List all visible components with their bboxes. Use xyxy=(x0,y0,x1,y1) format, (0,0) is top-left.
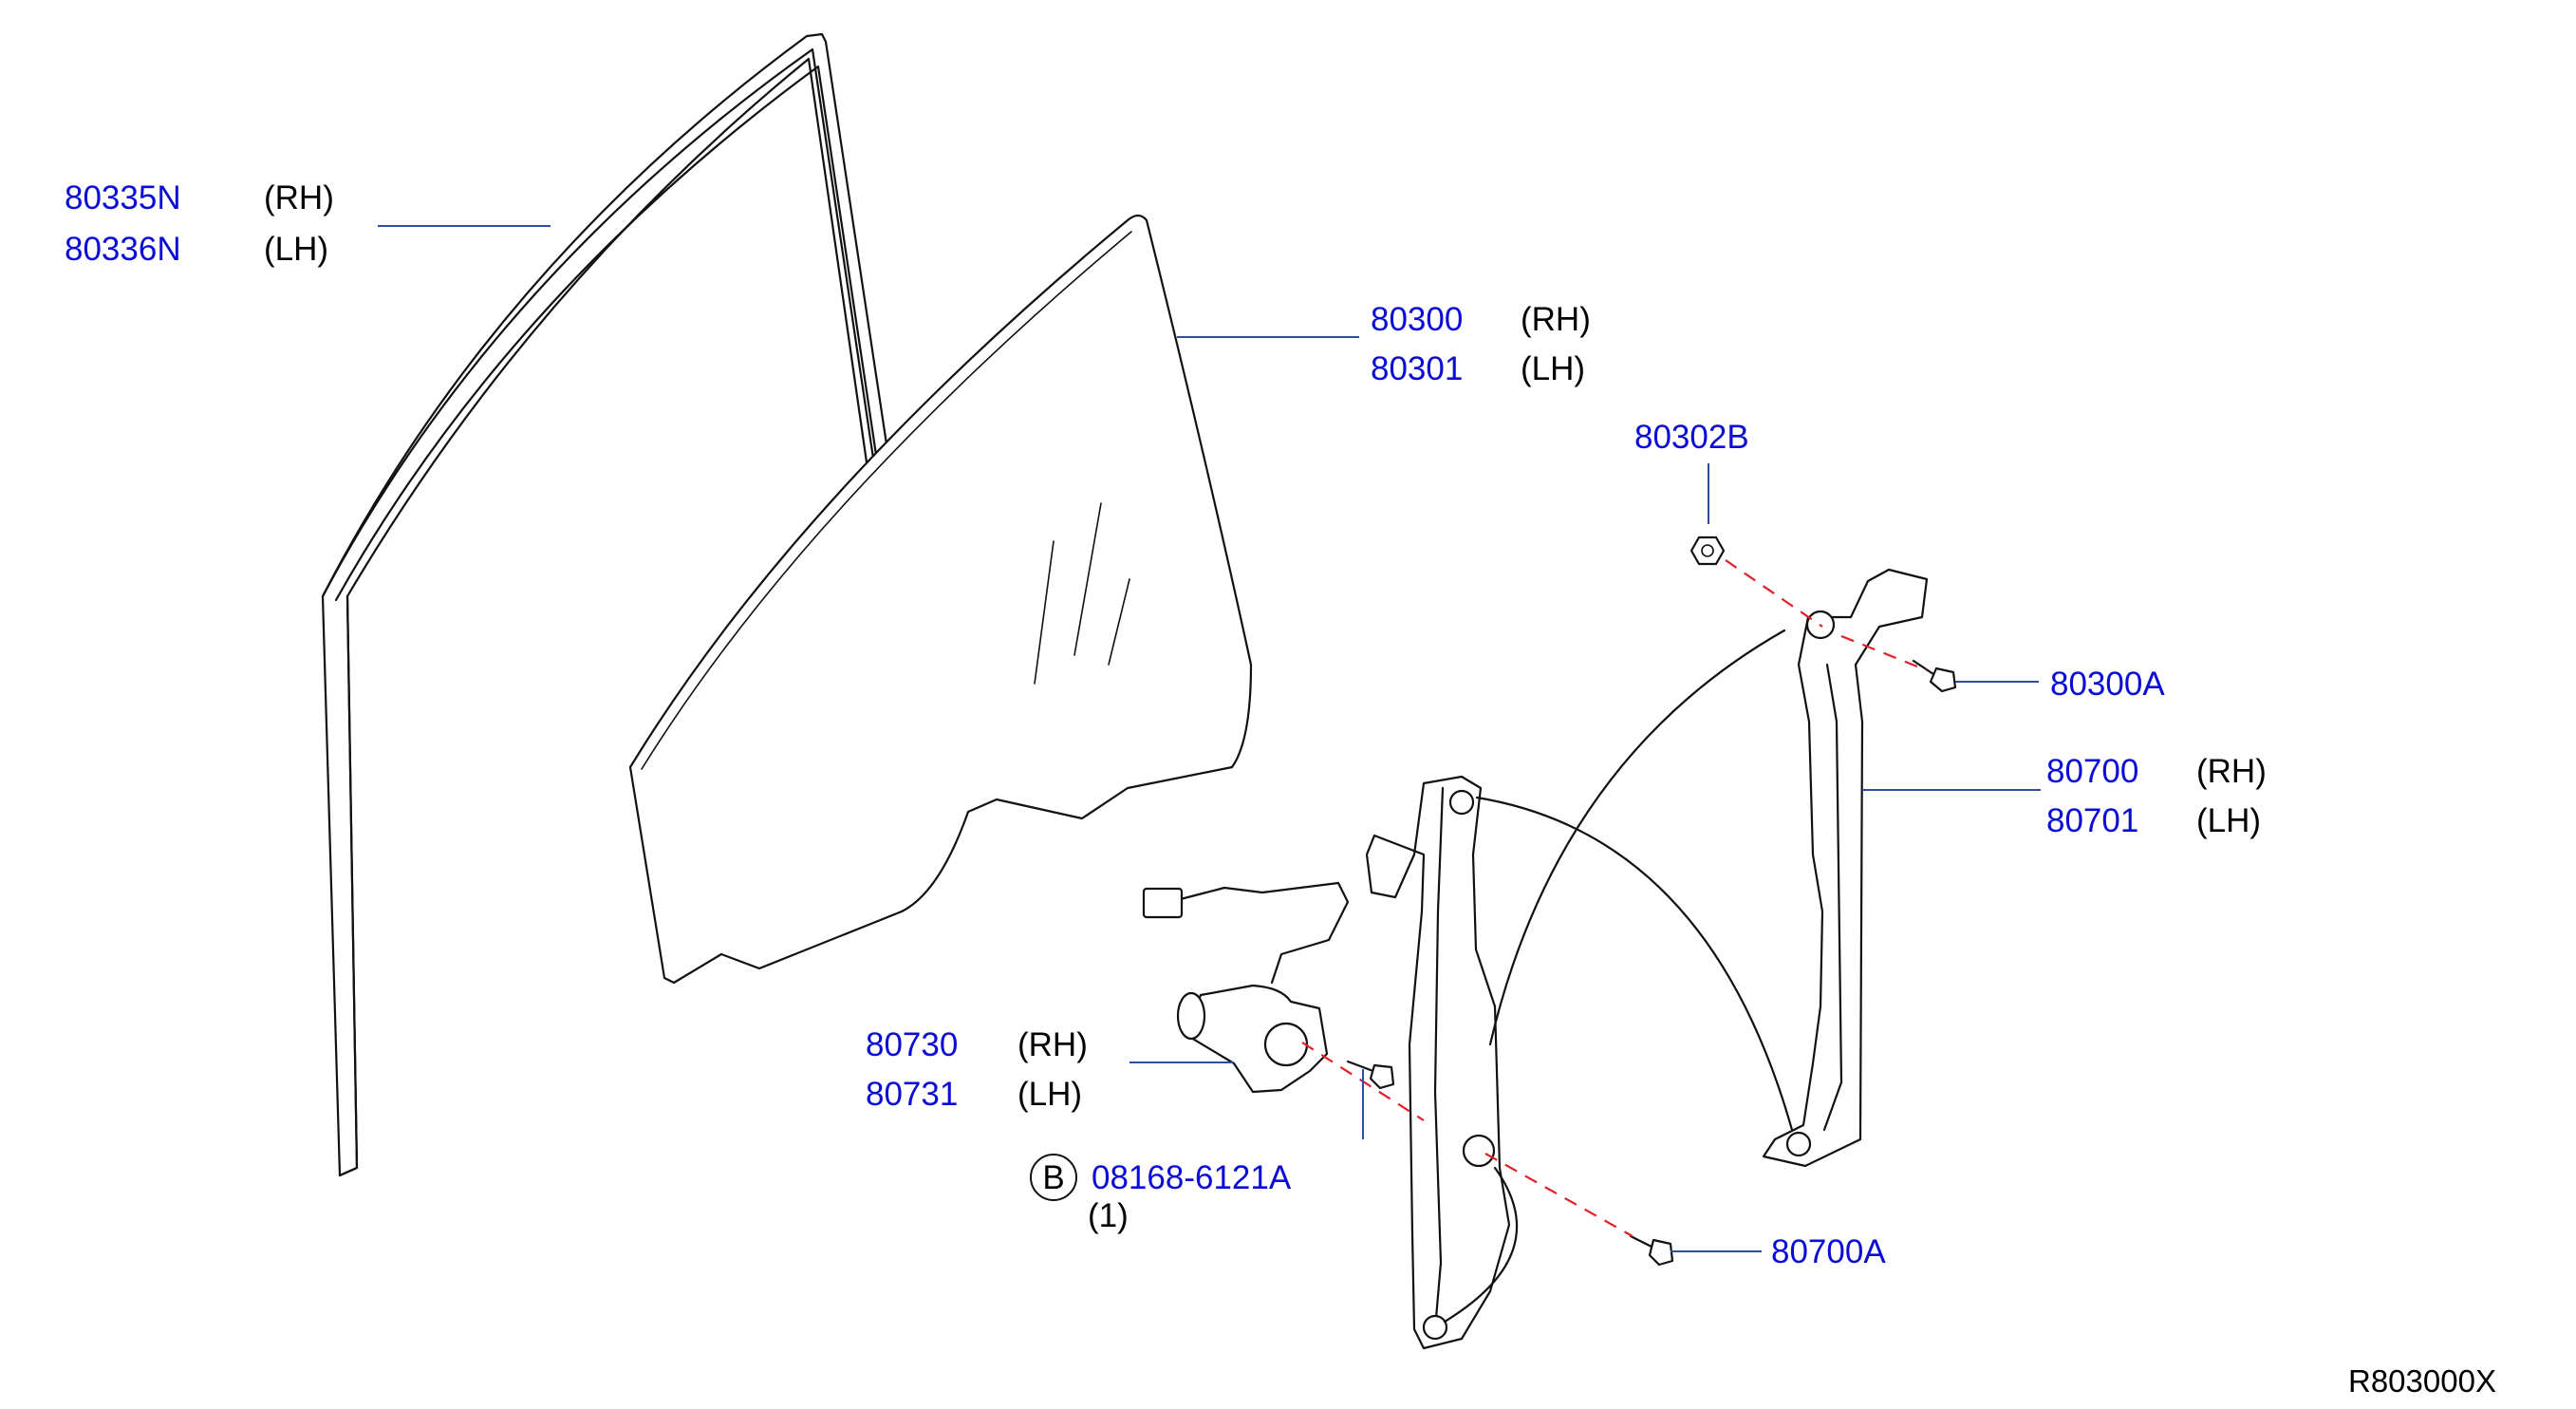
motor-gear-housing xyxy=(1263,1022,1309,1067)
centerline-glass-bolt xyxy=(1840,634,1928,672)
sash-bottom-tip xyxy=(338,594,359,1177)
sash-rh-number: 80335N xyxy=(65,179,181,216)
motor-bolt-circle-symbol xyxy=(1030,1154,1077,1201)
nut-80302b xyxy=(1689,535,1726,566)
bolt-80300a xyxy=(1912,659,1957,693)
regulator-front-upper-pulley xyxy=(1448,789,1475,816)
door-glass xyxy=(628,214,1253,985)
regulator-front-rail-inner xyxy=(1433,786,1445,1331)
regulator-drum xyxy=(1462,1134,1496,1168)
regulator-cable-long xyxy=(1475,796,1794,1132)
motor-lh-number: 80731 xyxy=(866,1076,958,1113)
regulator-rear-lower-pulley xyxy=(1785,1131,1812,1157)
glass-lh-side: (LH) xyxy=(1521,350,1585,387)
motor-connector xyxy=(1142,887,1184,919)
regulator-cable-arc xyxy=(1488,629,1786,1046)
regulator-front-lower-pulley xyxy=(1422,1314,1448,1341)
regulator-front-rail xyxy=(1365,775,1511,1350)
regulator-cable-lower xyxy=(1443,1166,1519,1324)
motor-bolt-number: 08168-6121A xyxy=(1092,1159,1292,1196)
bolt-80700a xyxy=(1629,1234,1674,1267)
regulator-motor xyxy=(1142,881,1350,1094)
glass-reflection-2 xyxy=(1073,502,1102,656)
glass-rh-side: (RH) xyxy=(1521,301,1591,338)
glass-bolt-number: 80300A xyxy=(2050,666,2165,703)
glass-reflection-1 xyxy=(1034,540,1055,685)
regulator-rear-rail xyxy=(1762,568,1929,1168)
diagram-reference: R803000X xyxy=(2348,1363,2496,1399)
glass-inner-edge xyxy=(641,231,1132,770)
glass-lh-number: 80301 xyxy=(1371,350,1463,387)
motor-rh-side: (RH) xyxy=(1017,1026,1088,1063)
centerline-regulator-bolt xyxy=(1484,1153,1633,1237)
window-regulator xyxy=(1365,568,1929,1350)
motor-harness xyxy=(1175,881,1350,985)
sash-lh-number: 80336N xyxy=(65,231,181,268)
glass-rh-number: 80300 xyxy=(1371,301,1463,338)
motor-bolt-quantity: (1) xyxy=(1088,1197,1129,1234)
sash-inner-line-1 xyxy=(321,47,898,613)
motor-lh-side: (LH) xyxy=(1017,1076,1082,1113)
regulator-rear-rail-inner xyxy=(1822,663,1843,1132)
motor-bolt-circle-letter: B xyxy=(1042,1159,1064,1196)
sash-rh-side: (RH) xyxy=(264,179,334,216)
regulator-lh-number: 80701 xyxy=(2046,802,2138,839)
sash-lh-side: (LH) xyxy=(264,231,328,268)
motor-end-cap xyxy=(1176,991,1206,1041)
sash-inner-line-2 xyxy=(334,65,904,629)
glass-outline xyxy=(628,214,1253,985)
regulator-lh-side: (LH) xyxy=(2196,802,2261,839)
regulator-rh-number: 80700 xyxy=(2046,753,2138,790)
glass-reflection-3 xyxy=(1108,578,1130,666)
regulator-bolt-number: 80700A xyxy=(1771,1233,1886,1270)
bolt-motor xyxy=(1346,1060,1395,1090)
centerline-nut xyxy=(1725,559,1823,628)
motor-rh-number: 80730 xyxy=(866,1026,958,1063)
nut-number: 80302B xyxy=(1634,419,1749,456)
regulator-rh-side: (RH) xyxy=(2196,753,2267,790)
